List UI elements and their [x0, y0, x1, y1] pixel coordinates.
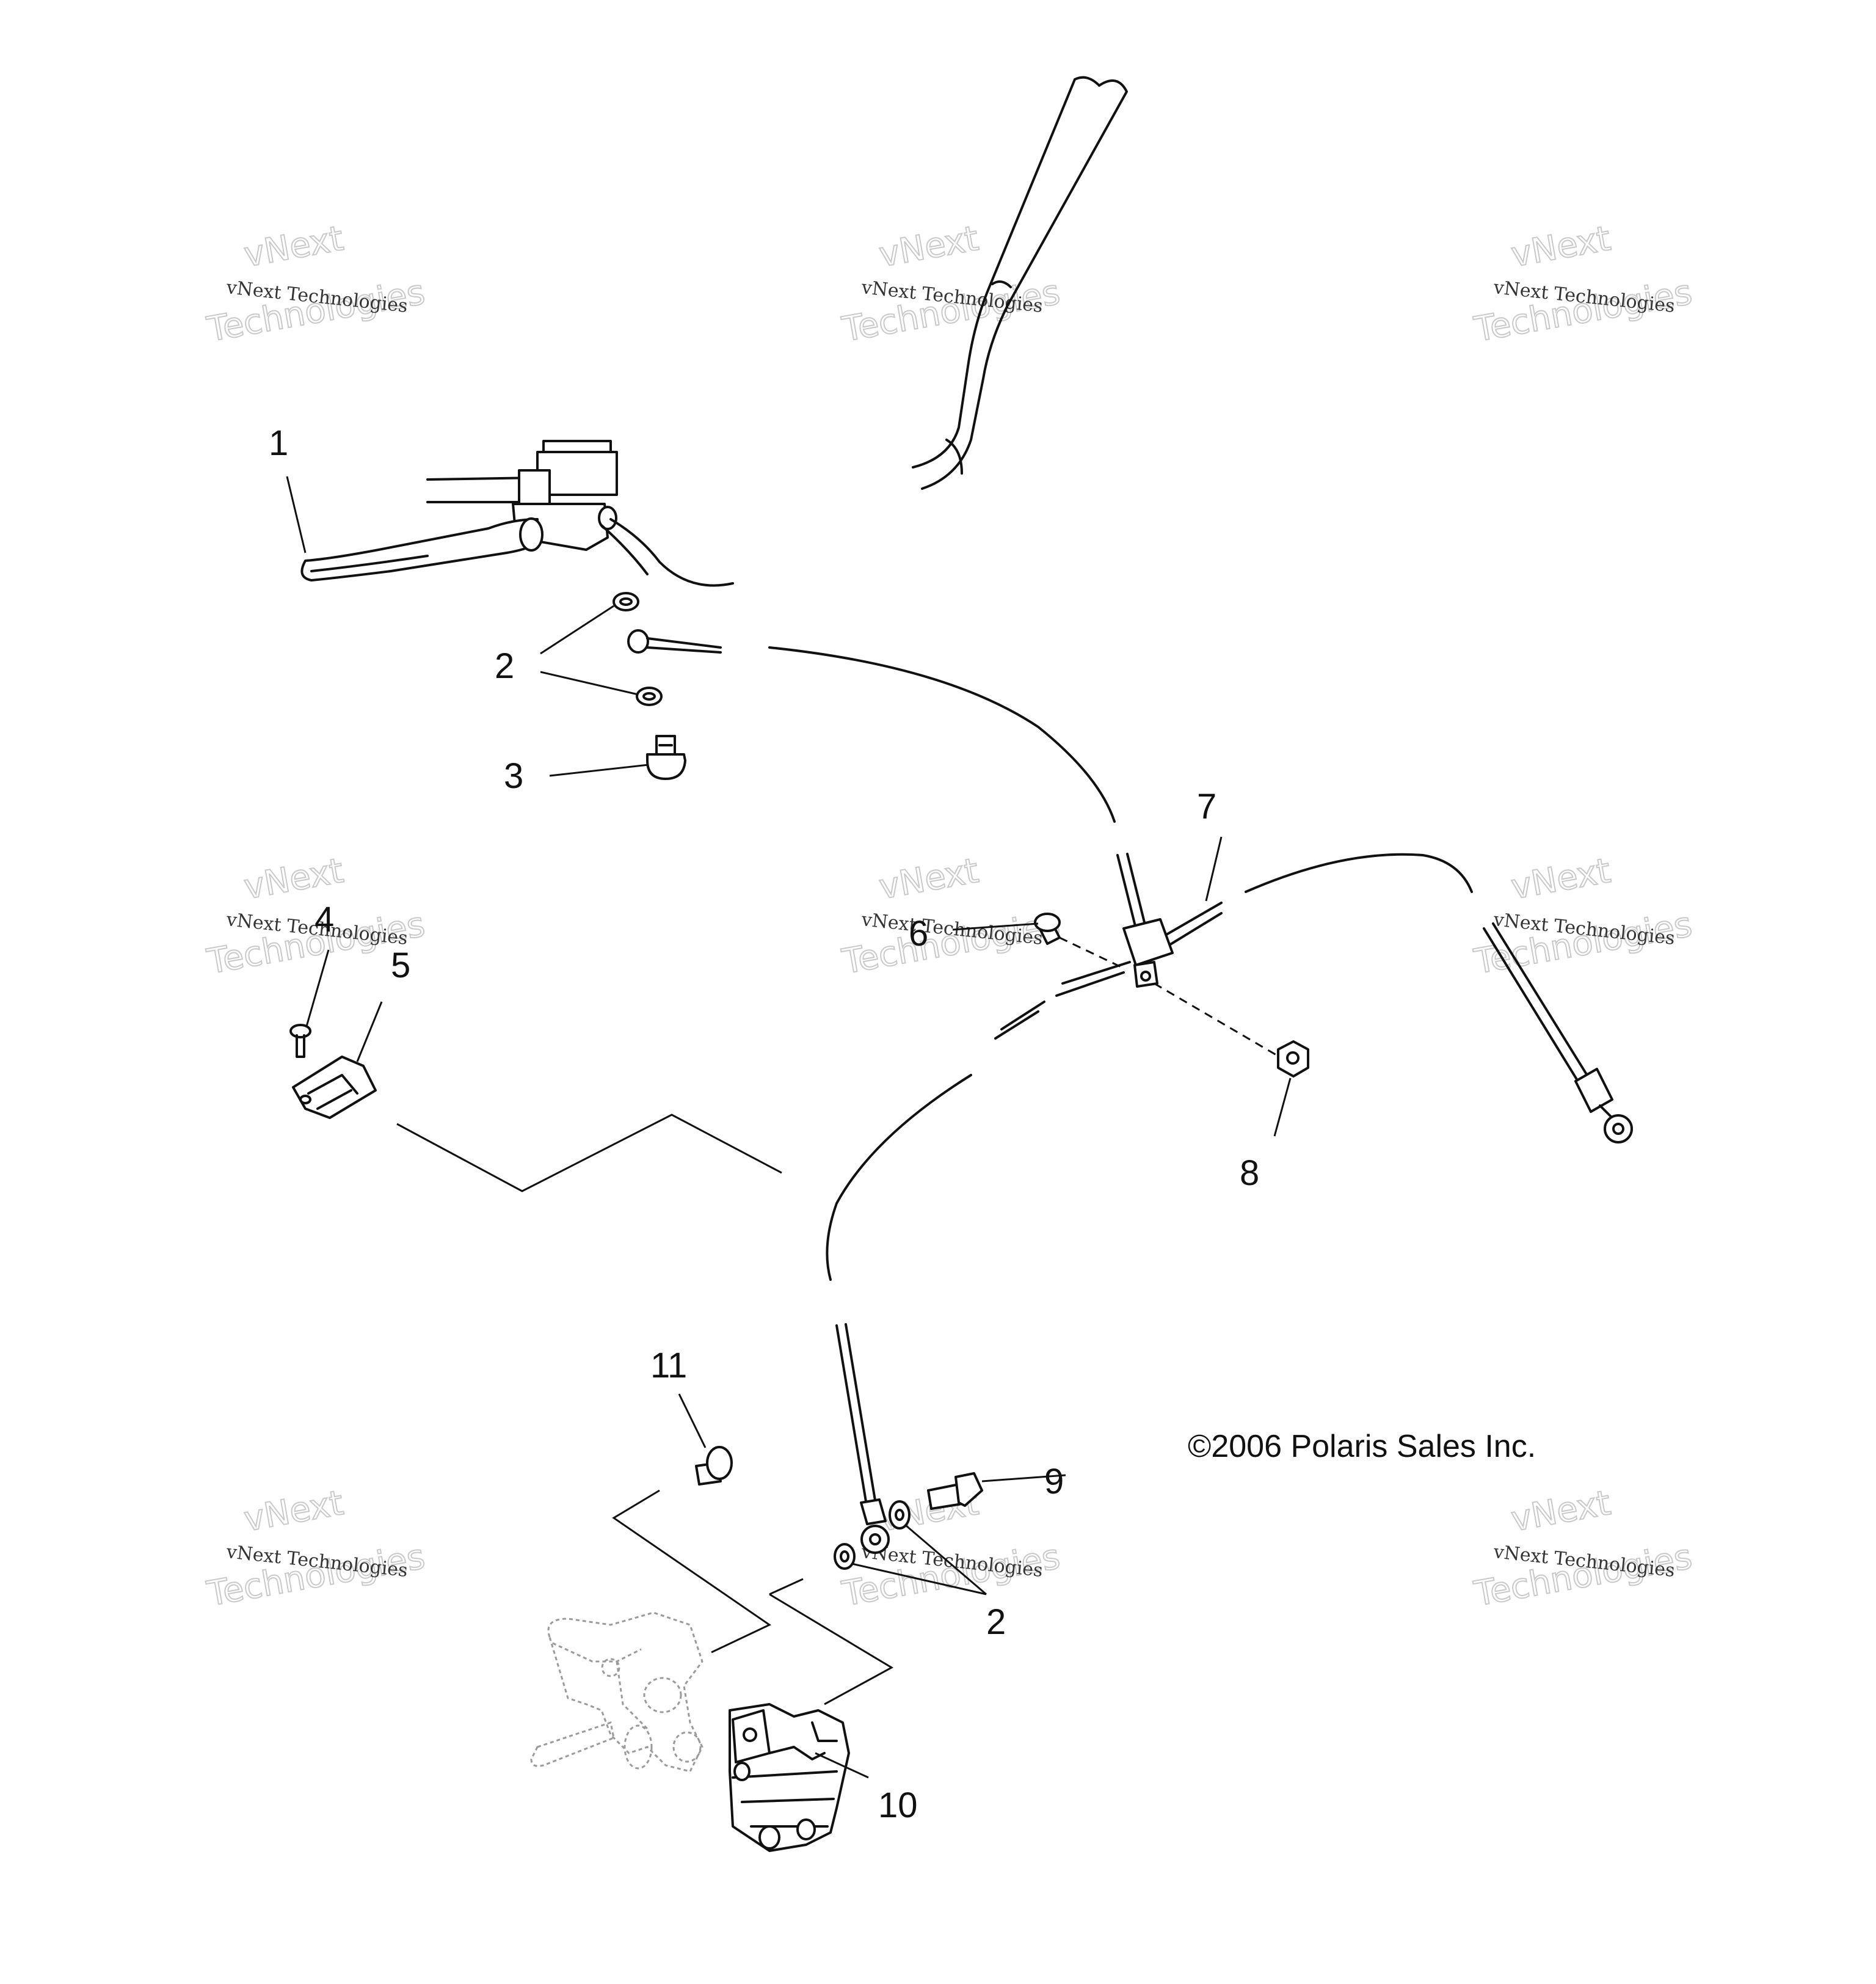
- watermark-big-a: vNext: [876, 219, 981, 275]
- callout-2-upper: 2: [495, 646, 514, 686]
- part-9-banjo-bolt: [927, 1472, 983, 1510]
- callout-5: 5: [391, 946, 410, 985]
- callout-3: 3: [504, 756, 523, 796]
- watermark-group: vNext Technologies vNext Technologies vN…: [203, 218, 1696, 1615]
- steering-knuckle-ghost: [530, 1611, 704, 1773]
- brake-hose: [768, 646, 1633, 1554]
- part-master-cylinder-lever: [300, 440, 734, 587]
- callout-numbers: 1 2 3 4 5 6 7 8 9 10 11 2: [269, 423, 1259, 1825]
- callout-6: 6: [909, 914, 928, 954]
- part-11-bolt: [695, 1446, 733, 1486]
- assembly-line: [396, 1114, 782, 1192]
- handlebar: [912, 76, 1128, 490]
- watermark-big-a: vNext: [241, 851, 346, 907]
- callout-11: 11: [650, 1346, 687, 1385]
- part-8-nut: [1154, 982, 1309, 1078]
- callout-7: 7: [1197, 787, 1216, 826]
- watermark-big-a: vNext: [1508, 219, 1613, 275]
- part-4-screw: [289, 1024, 311, 1058]
- hose-junction-clamp: [1122, 918, 1174, 988]
- part-10-caliper: [729, 1703, 850, 1852]
- callout-9: 9: [1044, 1462, 1064, 1501]
- callout-8: 8: [1240, 1153, 1259, 1193]
- assembly-lines-lower: [612, 1489, 894, 1705]
- watermark-big-a: vNext: [876, 851, 981, 907]
- watermark-big-a: vNext: [1508, 1483, 1613, 1539]
- watermark-big-a: vNext: [1508, 851, 1613, 907]
- watermark-big-a: vNext: [241, 1483, 346, 1539]
- part-5-clip: [292, 1056, 377, 1119]
- part-washers-banjo-upper: [613, 592, 722, 706]
- callout-1: 1: [269, 423, 288, 463]
- callout-2-lower: 2: [986, 1602, 1006, 1642]
- leader-lines: [286, 476, 1292, 1779]
- part-6-bolt: [1034, 913, 1124, 969]
- watermark-big-a: vNext: [241, 219, 346, 275]
- callout-4: 4: [314, 900, 334, 939]
- copyright-notice: ©2006 Polaris Sales Inc.: [1188, 1429, 1536, 1464]
- part-washers-lower: [834, 1500, 911, 1570]
- part-banjo-bolt: [646, 735, 686, 780]
- callout-10: 10: [878, 1785, 918, 1825]
